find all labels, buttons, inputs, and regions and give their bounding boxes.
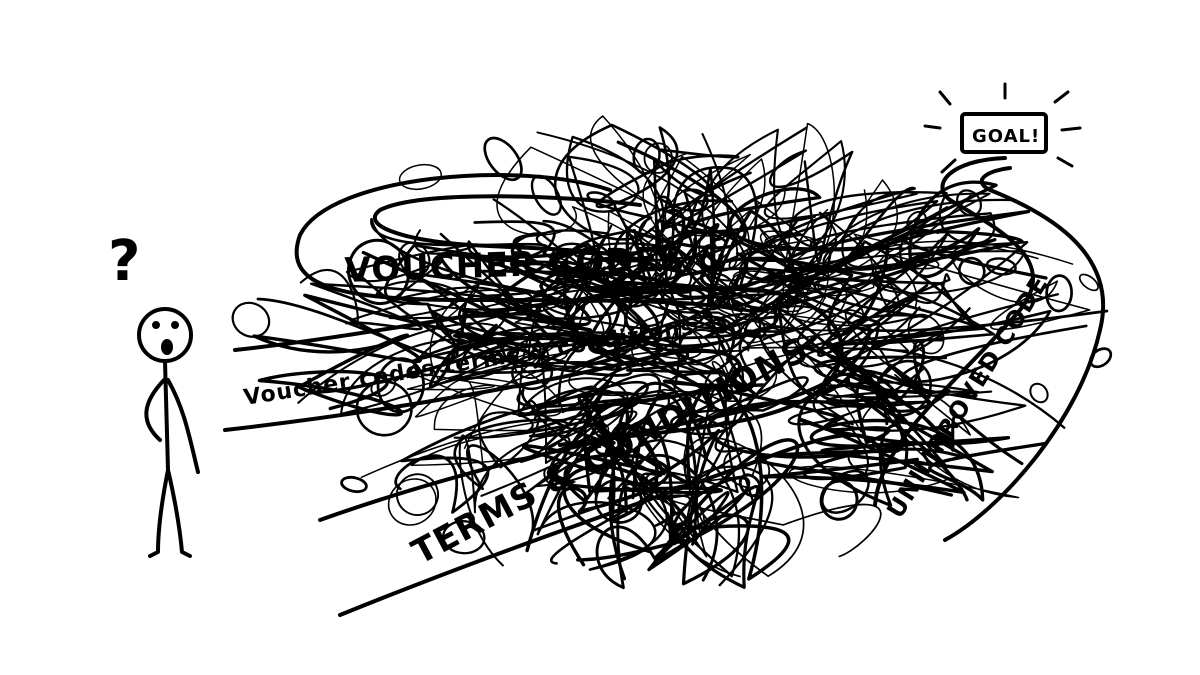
scribble-loop (957, 256, 986, 286)
road-lower-lower-edge (338, 433, 887, 617)
scribble-stroke (542, 224, 767, 338)
figure-mouth (161, 339, 173, 355)
scribble-loop (398, 241, 431, 277)
question-mark: ? (108, 229, 141, 294)
goal-sign-frame (960, 112, 1048, 154)
scribble-stroke (360, 341, 610, 479)
figure-eye-left (152, 321, 160, 329)
scribble-loop (906, 210, 927, 233)
figure-leg-right (166, 468, 192, 558)
scribble-loop (370, 374, 397, 398)
scribble-loop (876, 359, 932, 417)
road-top-outer-edge (294, 173, 742, 312)
scribble-stroke (706, 399, 1047, 502)
scribble-loop (985, 257, 1017, 276)
scribble-loop (738, 473, 762, 498)
scribble-loop (704, 369, 727, 396)
scribble-stroke (413, 325, 636, 385)
scribble-loop (340, 475, 368, 494)
scribble-loop (355, 380, 413, 437)
road-right-right-edge (943, 166, 1106, 542)
scribble-loop (723, 447, 771, 489)
scribble-stroke (661, 126, 854, 264)
confused-stick-figure (137, 307, 200, 558)
road-middle-upper-edge (233, 286, 844, 447)
scribble-stroke (633, 407, 882, 578)
scribble-loop (632, 137, 661, 175)
goal-sign: GOAL! (923, 82, 1082, 174)
road-right-left-edge (873, 156, 1036, 507)
road-lower-upper-edge (318, 328, 872, 522)
figure-body (163, 359, 170, 472)
scribble-loop (442, 520, 486, 555)
scribble-loop (395, 473, 440, 516)
scribble-loop (819, 479, 859, 521)
scribble-loop (398, 163, 443, 191)
scribble-loop (955, 189, 983, 217)
road-middle-lower-edge (223, 349, 742, 432)
scribble-loop (907, 313, 945, 355)
scribble-stroke (302, 252, 593, 394)
scribble-stroke (794, 339, 951, 426)
figure-arm-right (166, 378, 200, 474)
scribble-loop (671, 321, 721, 366)
goal-sign-text: GOAL! (972, 126, 1040, 147)
winding-road (223, 156, 1106, 617)
scribble-loop (543, 466, 560, 487)
scribble-stroke (672, 187, 890, 338)
goal-sign-rays (923, 82, 1082, 174)
scribble-stroke (708, 233, 1074, 352)
scribble-loop (1045, 274, 1073, 313)
scribble-loop (594, 478, 643, 524)
figure-leg-left (148, 468, 170, 558)
road-top-inner-edge (372, 194, 662, 272)
scribble-loop (231, 301, 271, 338)
figure-arm-left (144, 378, 166, 442)
scribble-loop (821, 469, 870, 514)
scribble-stroke (662, 379, 953, 497)
scribble-stroke (797, 383, 1024, 507)
scribble-stroke (608, 421, 760, 589)
figure-eye-right (171, 321, 179, 329)
scribble-loop (1078, 273, 1099, 292)
scribble-loop (1029, 382, 1049, 404)
scribble-stroke (739, 191, 1060, 349)
scribble-loop (483, 136, 523, 182)
scribble-loop (347, 238, 410, 305)
scribble-loop (689, 272, 735, 311)
scribble-loop (708, 321, 728, 334)
scribble-stroke (787, 245, 1091, 331)
scribble-loop (643, 142, 673, 174)
scribble-loop (511, 354, 554, 391)
